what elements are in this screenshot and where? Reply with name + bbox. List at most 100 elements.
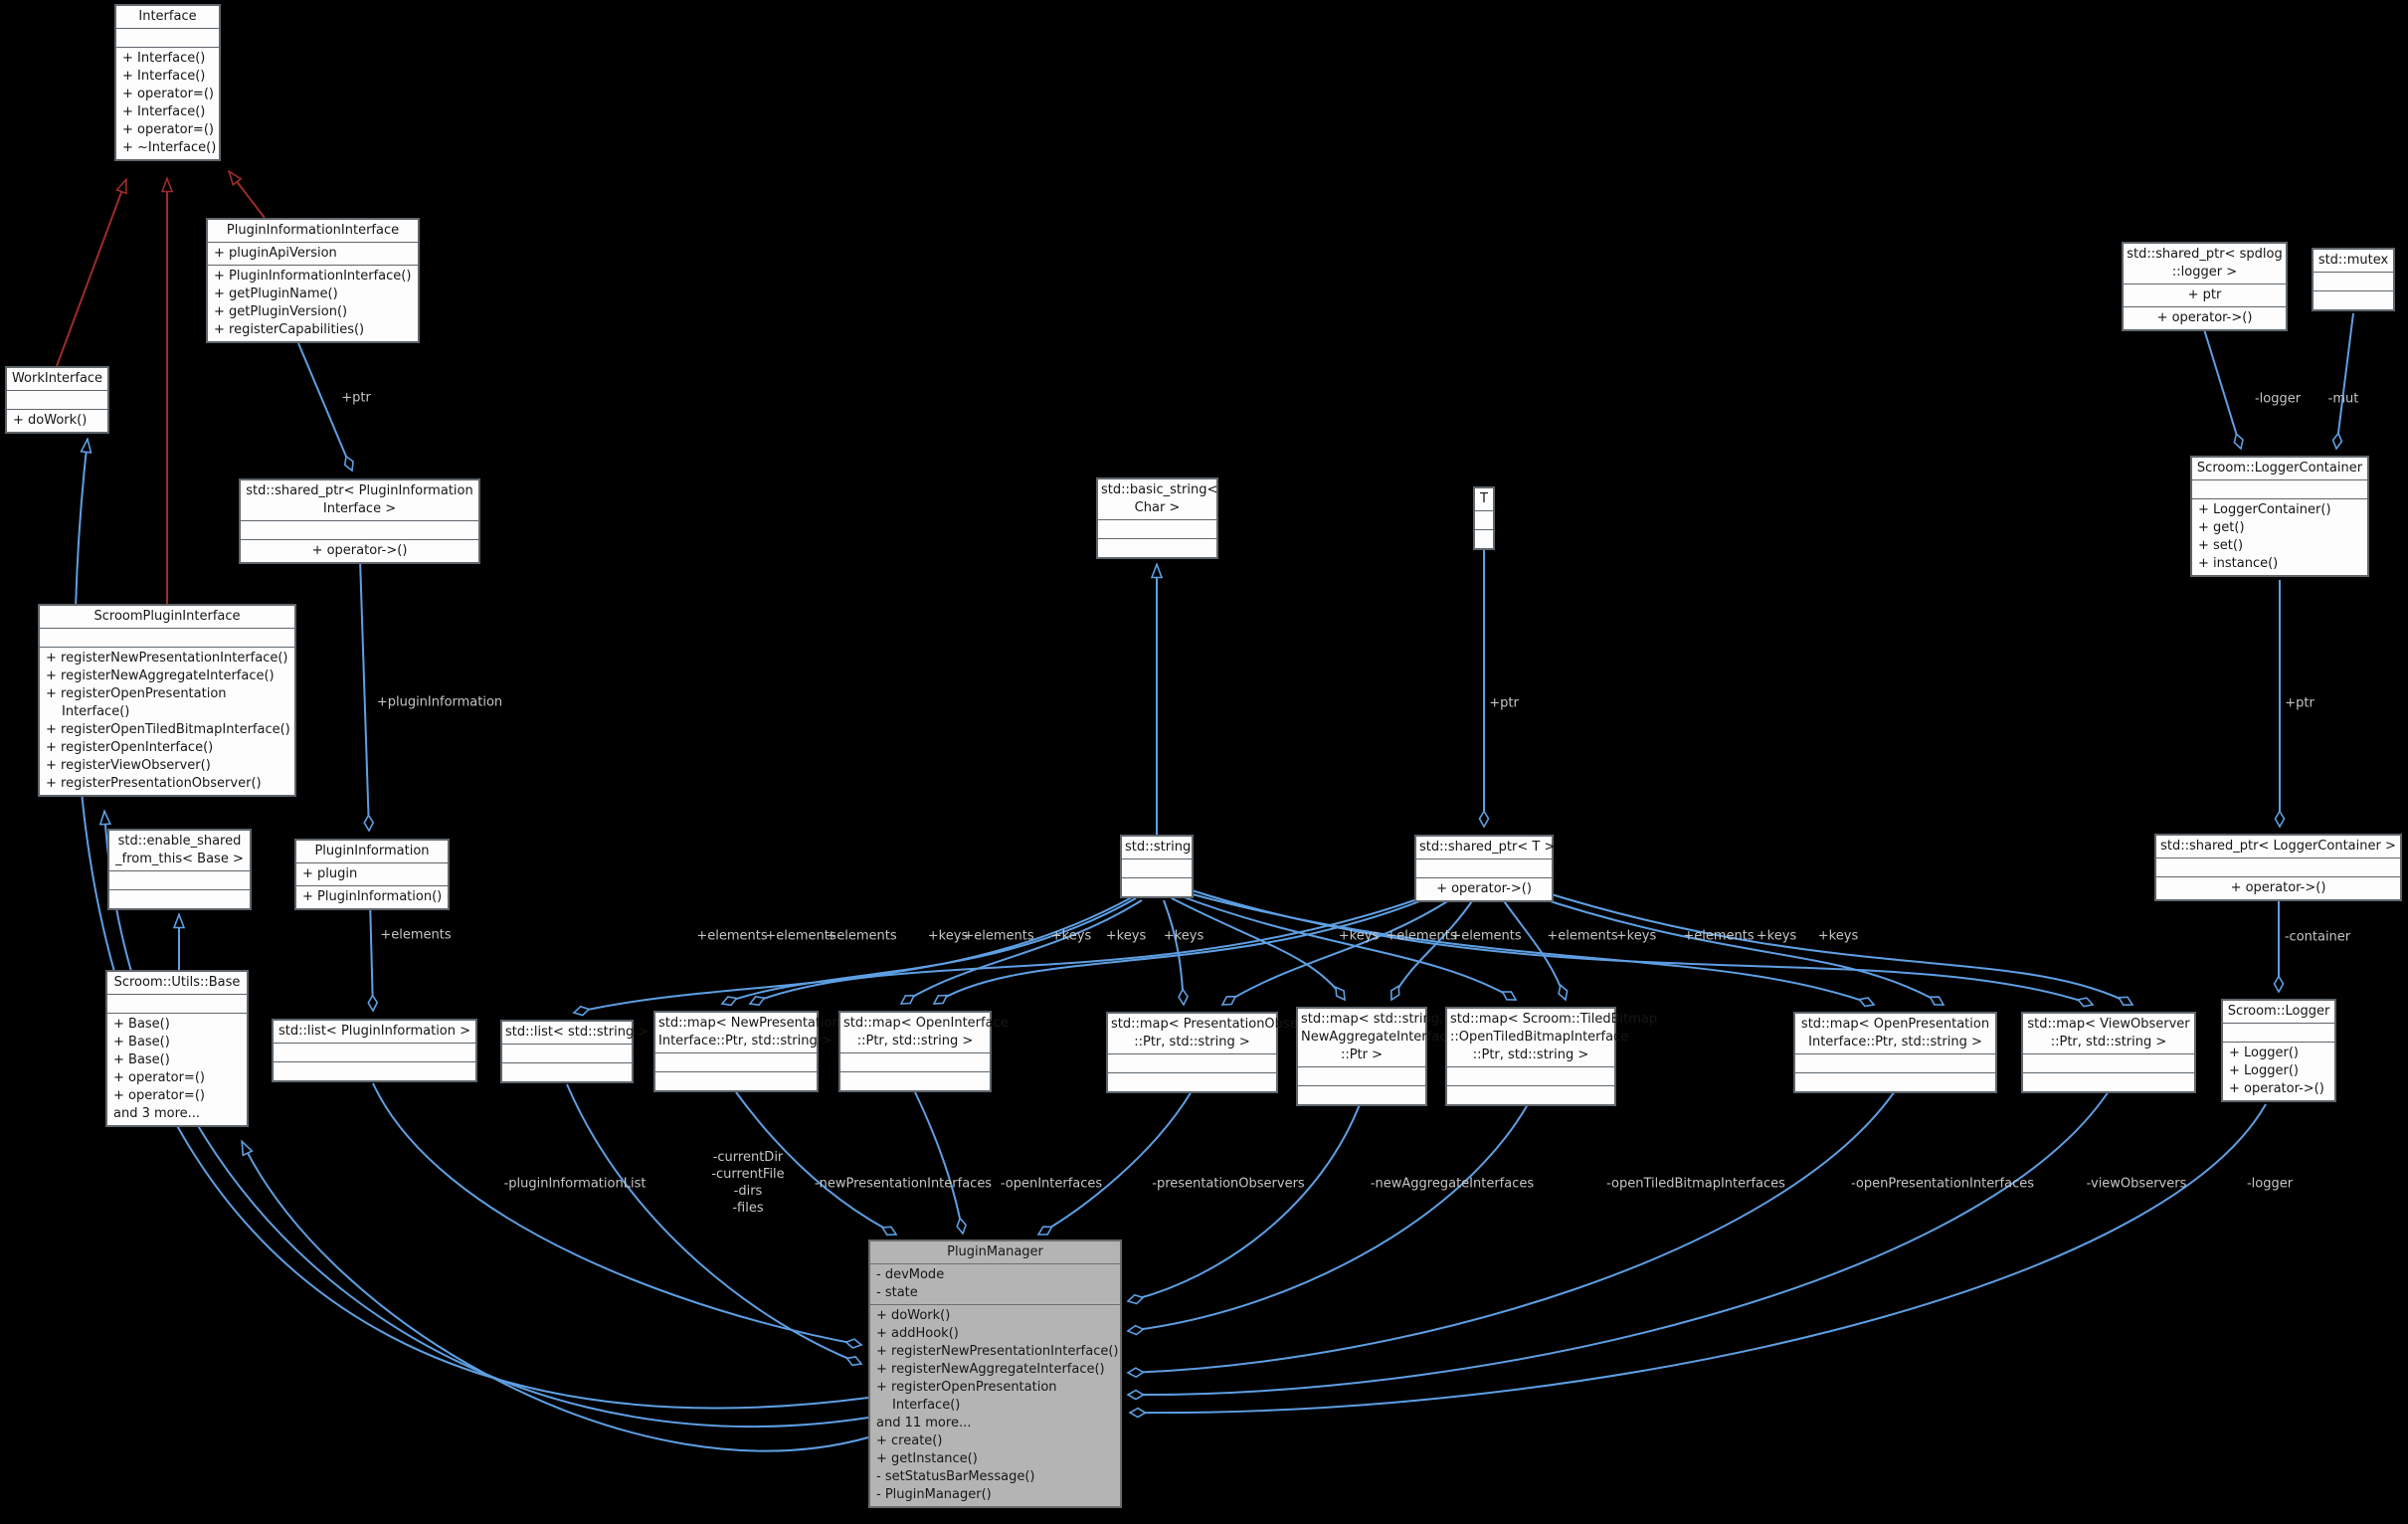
class-title-line: std::map< PresentationObserver (1111, 1017, 1325, 1032)
class-node-std-string[interactable]: std::string (1120, 835, 1194, 898)
edge-pluginmanager-to-base (241, 1141, 869, 1452)
class-node-map-open-interface[interactable]: std::map< OpenInterface::Ptr, std::strin… (838, 1011, 1009, 1092)
edge-sharedptrt-to-mapnewagg (1389, 897, 1475, 1002)
class-node-plugin-information[interactable]: PluginInformation+ plugin+ PluginInforma… (294, 839, 450, 910)
class-node-list-std-string[interactable]: std::list< std::string > (500, 1020, 648, 1083)
class-member-line: + Interface() (122, 51, 206, 66)
class-node-work-interface[interactable]: WorkInterface+ doWork() (5, 366, 109, 434)
class-member-line: + ptr (2187, 287, 2222, 302)
edge-string-to-mapviewobs (1191, 889, 2095, 1008)
edge-mapnewpres-to-pluginmanager (735, 1091, 898, 1237)
class-member: + Base() (113, 1016, 241, 1034)
class-title-line: ::OpenTiledBitmapInterface (1450, 1030, 1629, 1045)
edge-label: -openTiledBitmapInterfaces (1606, 1176, 1785, 1192)
class-node-plugin-information-interface[interactable]: PluginInformationInterface+ pluginApiVer… (206, 218, 420, 343)
class-methods: + PluginInformationInterface()+ getPlugi… (208, 265, 418, 341)
class-attributes (107, 994, 247, 1013)
class-methods (1475, 529, 1493, 548)
edge-label: -newPresentationInterfaces (814, 1176, 993, 1192)
class-node-list-plugin-information[interactable]: std::list< PluginInformation > (272, 1019, 477, 1082)
class-member-line: + create() (876, 1433, 943, 1448)
class-title-line: std::enable_shared (117, 834, 242, 849)
class-node-map-open-tiled-bitmap[interactable]: std::map< Scroom::TiledBitmap::OpenTiled… (1445, 1007, 1658, 1106)
class-attributes (2314, 272, 2393, 290)
class-title-line: Interface > (322, 501, 397, 516)
edge-string-to-liststring (572, 896, 1133, 1017)
edge-label: -newAggregateInterfaces (1370, 1176, 1535, 1192)
class-member: + LoggerContainer() (2198, 501, 2361, 519)
class-methods (1122, 877, 1192, 896)
edge-plugininformation-to-listpi (367, 899, 379, 1013)
class-node-std-mutex[interactable]: std::mutex (2312, 248, 2395, 311)
class-methods (109, 889, 250, 908)
class-member: + registerOpenInterface() (46, 739, 288, 757)
edge-string-to-mapopenpres (1188, 892, 1876, 1008)
class-member: + set() (2198, 537, 2361, 555)
class-title-line: std::shared_ptr< spdlog (2127, 247, 2283, 262)
class-node-scroom-utils-base[interactable]: Scroom::Utils::Base+ Base()+ Base()+ Bas… (105, 970, 249, 1127)
edge-string-to-mapopenintf (899, 899, 1143, 1005)
class-member-line: + Base() (113, 1052, 170, 1067)
class-methods (502, 1062, 632, 1081)
class-member: + operator->() (1422, 880, 1546, 898)
class-member-line: + operator->() (2229, 1081, 2324, 1096)
class-node-map-view-observer[interactable]: std::map< ViewObserver::Ptr, std::string… (2021, 1012, 2196, 1093)
class-member-line: Interface() (62, 704, 130, 719)
class-member: + Interface() (122, 103, 213, 121)
edge-label: +pluginInformation (376, 694, 503, 710)
class-node-enable-shared-from-this[interactable]: std::enable_shared_from_this< Base > (107, 829, 252, 910)
class-node-plugin-manager[interactable]: PluginManager- devMode- state+ doWork()+… (868, 1239, 1122, 1508)
edge-label: -mut (2327, 391, 2359, 407)
class-title-line: Interface::Ptr, std::string > (658, 1034, 833, 1048)
class-methods: + Logger()+ Logger()+ operator->() (2223, 1042, 2334, 1100)
class-member: and 11 more... (876, 1415, 1114, 1432)
class-member: + registerNewAggregateInterface() (876, 1361, 1114, 1379)
class-member: + ~Interface() (122, 139, 216, 157)
class-member-line: + pluginApiVersion (214, 246, 337, 261)
class-title: std::basic_string<Char > (1098, 479, 1218, 519)
edge-label: +elements (765, 928, 836, 944)
edge-label: +elements (1547, 928, 1618, 944)
edge-plugininformationinterface-to-interface (229, 171, 266, 219)
class-member: + registerCapabilities() (214, 321, 412, 339)
class-node-scroom-logger-container[interactable]: Scroom::LoggerContainer+ LoggerContainer… (2190, 456, 2369, 577)
class-member-line: + plugin (302, 866, 358, 881)
edge-pluginmanager-to-workinterface (74, 439, 869, 1410)
class-title-line: ::Ptr > (1340, 1048, 1384, 1062)
class-node-map-presentation-observer[interactable]: std::map< PresentationObserver::Ptr, std… (1106, 1012, 1325, 1093)
class-title-line: ScroomPluginInterface (93, 609, 241, 624)
class-title-line: std::map< Scroom::TiledBitmap (1450, 1012, 1658, 1027)
class-member-line: + Base() (113, 1035, 170, 1049)
edge-label: +keys (1050, 928, 1092, 944)
class-title: Scroom::Logger (2223, 1001, 2334, 1023)
edge-mapviewobs-to-pluginmanager (1126, 1090, 2110, 1401)
class-member: + Base() (113, 1051, 241, 1069)
class-node-map-new-aggregate[interactable]: std::map< std::string,NewAggregateInterf… (1296, 1007, 1454, 1106)
class-node-basic-string[interactable]: std::basic_string<Char > (1096, 477, 1218, 559)
edge-sharedptrt-to-mapnewpres (748, 897, 1421, 1007)
class-node-t-parameter[interactable]: T (1473, 486, 1495, 550)
class-member-line: + registerPresentationObserver() (46, 776, 262, 791)
class-methods: + operator->() (1416, 877, 1552, 900)
class-methods (2314, 290, 2393, 309)
edge-label: +keys (1756, 928, 1797, 944)
class-member-line: + registerNewPresentationInterface() (876, 1344, 1119, 1359)
class-node-scroom-logger[interactable]: Scroom::Logger+ Logger()+ Logger()+ oper… (2221, 999, 2336, 1102)
class-node-shared-ptr-t[interactable]: std::shared_ptr< T >+ operator->() (1414, 835, 1555, 902)
class-title-line: std::basic_string< (1101, 482, 1218, 497)
edge-label: +keys (1615, 928, 1657, 944)
class-member-line: - setStatusBarMessage() (876, 1469, 1035, 1484)
class-member: + registerNewPresentationInterface() (876, 1343, 1119, 1361)
edge-mapopentiled-to-pluginmanager (1126, 1098, 1532, 1336)
class-title-line: ::logger > (2171, 265, 2238, 280)
class-node-shared-ptr-spdlog-logger[interactable]: std::shared_ptr< spdlog::logger >+ ptr+ … (2122, 242, 2288, 331)
class-node-shared-ptr-logger-container[interactable]: std::shared_ptr< LoggerContainer >+ oper… (2154, 834, 2402, 901)
class-node-scroom-plugin-interface[interactable]: ScroomPluginInterface+ registerNewPresen… (38, 604, 296, 797)
class-node-interface[interactable]: Interface+ Interface()+ Interface()+ ope… (114, 4, 221, 161)
class-attributes (1795, 1053, 1995, 1072)
class-member-line: + registerCapabilities() (214, 322, 365, 337)
class-member: + getPluginVersion() (214, 303, 412, 321)
